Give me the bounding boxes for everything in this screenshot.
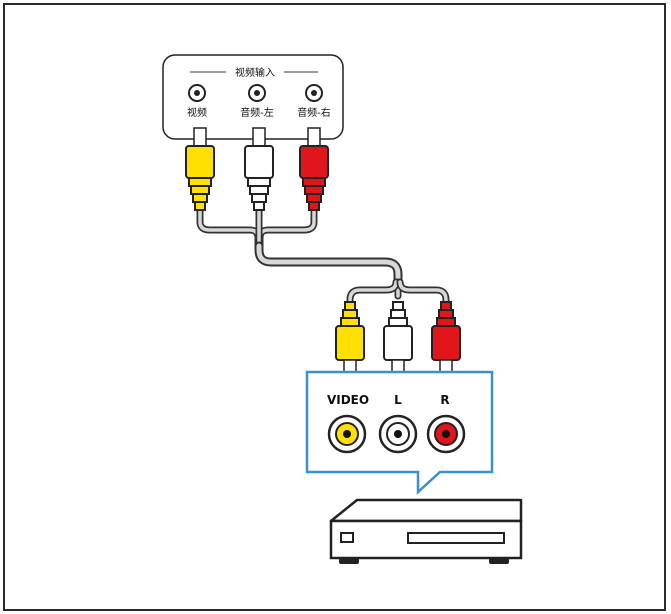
- av-cable: [196, 206, 450, 308]
- dvd-power-button: [340, 532, 354, 543]
- tv-jack-audio-left: [248, 84, 266, 102]
- device-input-panel: VIDEO L R: [305, 370, 494, 495]
- tv-jack-label-video: 视频: [187, 106, 207, 119]
- tv-jack-label-audio-right: 音频-右: [297, 106, 331, 119]
- top-plug-red: [299, 127, 329, 211]
- bottom-plug-red: [431, 301, 461, 381]
- device-label-left: L: [394, 393, 402, 407]
- dvd-disc-tray: [407, 532, 505, 544]
- tv-input-panel: 视频输入 视频 音频-左 音频-右: [162, 54, 344, 140]
- top-plug-white: [244, 127, 274, 211]
- dvd-foot-left: [339, 558, 359, 564]
- bottom-plug-white: [383, 301, 413, 381]
- dvd-top: [329, 498, 523, 523]
- dvd-foot-right: [489, 558, 509, 564]
- tv-jack-video: [188, 84, 206, 102]
- device-jack-left: [378, 414, 418, 454]
- top-plug-yellow: [185, 127, 215, 211]
- tv-jack-label-audio-left: 音频-左: [240, 106, 274, 119]
- device-jack-video: [327, 414, 367, 454]
- tv-jack-audio-right: [305, 84, 323, 102]
- tv-panel-title: 视频输入: [235, 66, 275, 79]
- device-jack-right: [426, 414, 466, 454]
- device-label-right: R: [440, 393, 449, 407]
- bottom-plug-yellow: [335, 301, 365, 381]
- device-label-video: VIDEO: [327, 393, 369, 407]
- dvd-player: [329, 498, 523, 564]
